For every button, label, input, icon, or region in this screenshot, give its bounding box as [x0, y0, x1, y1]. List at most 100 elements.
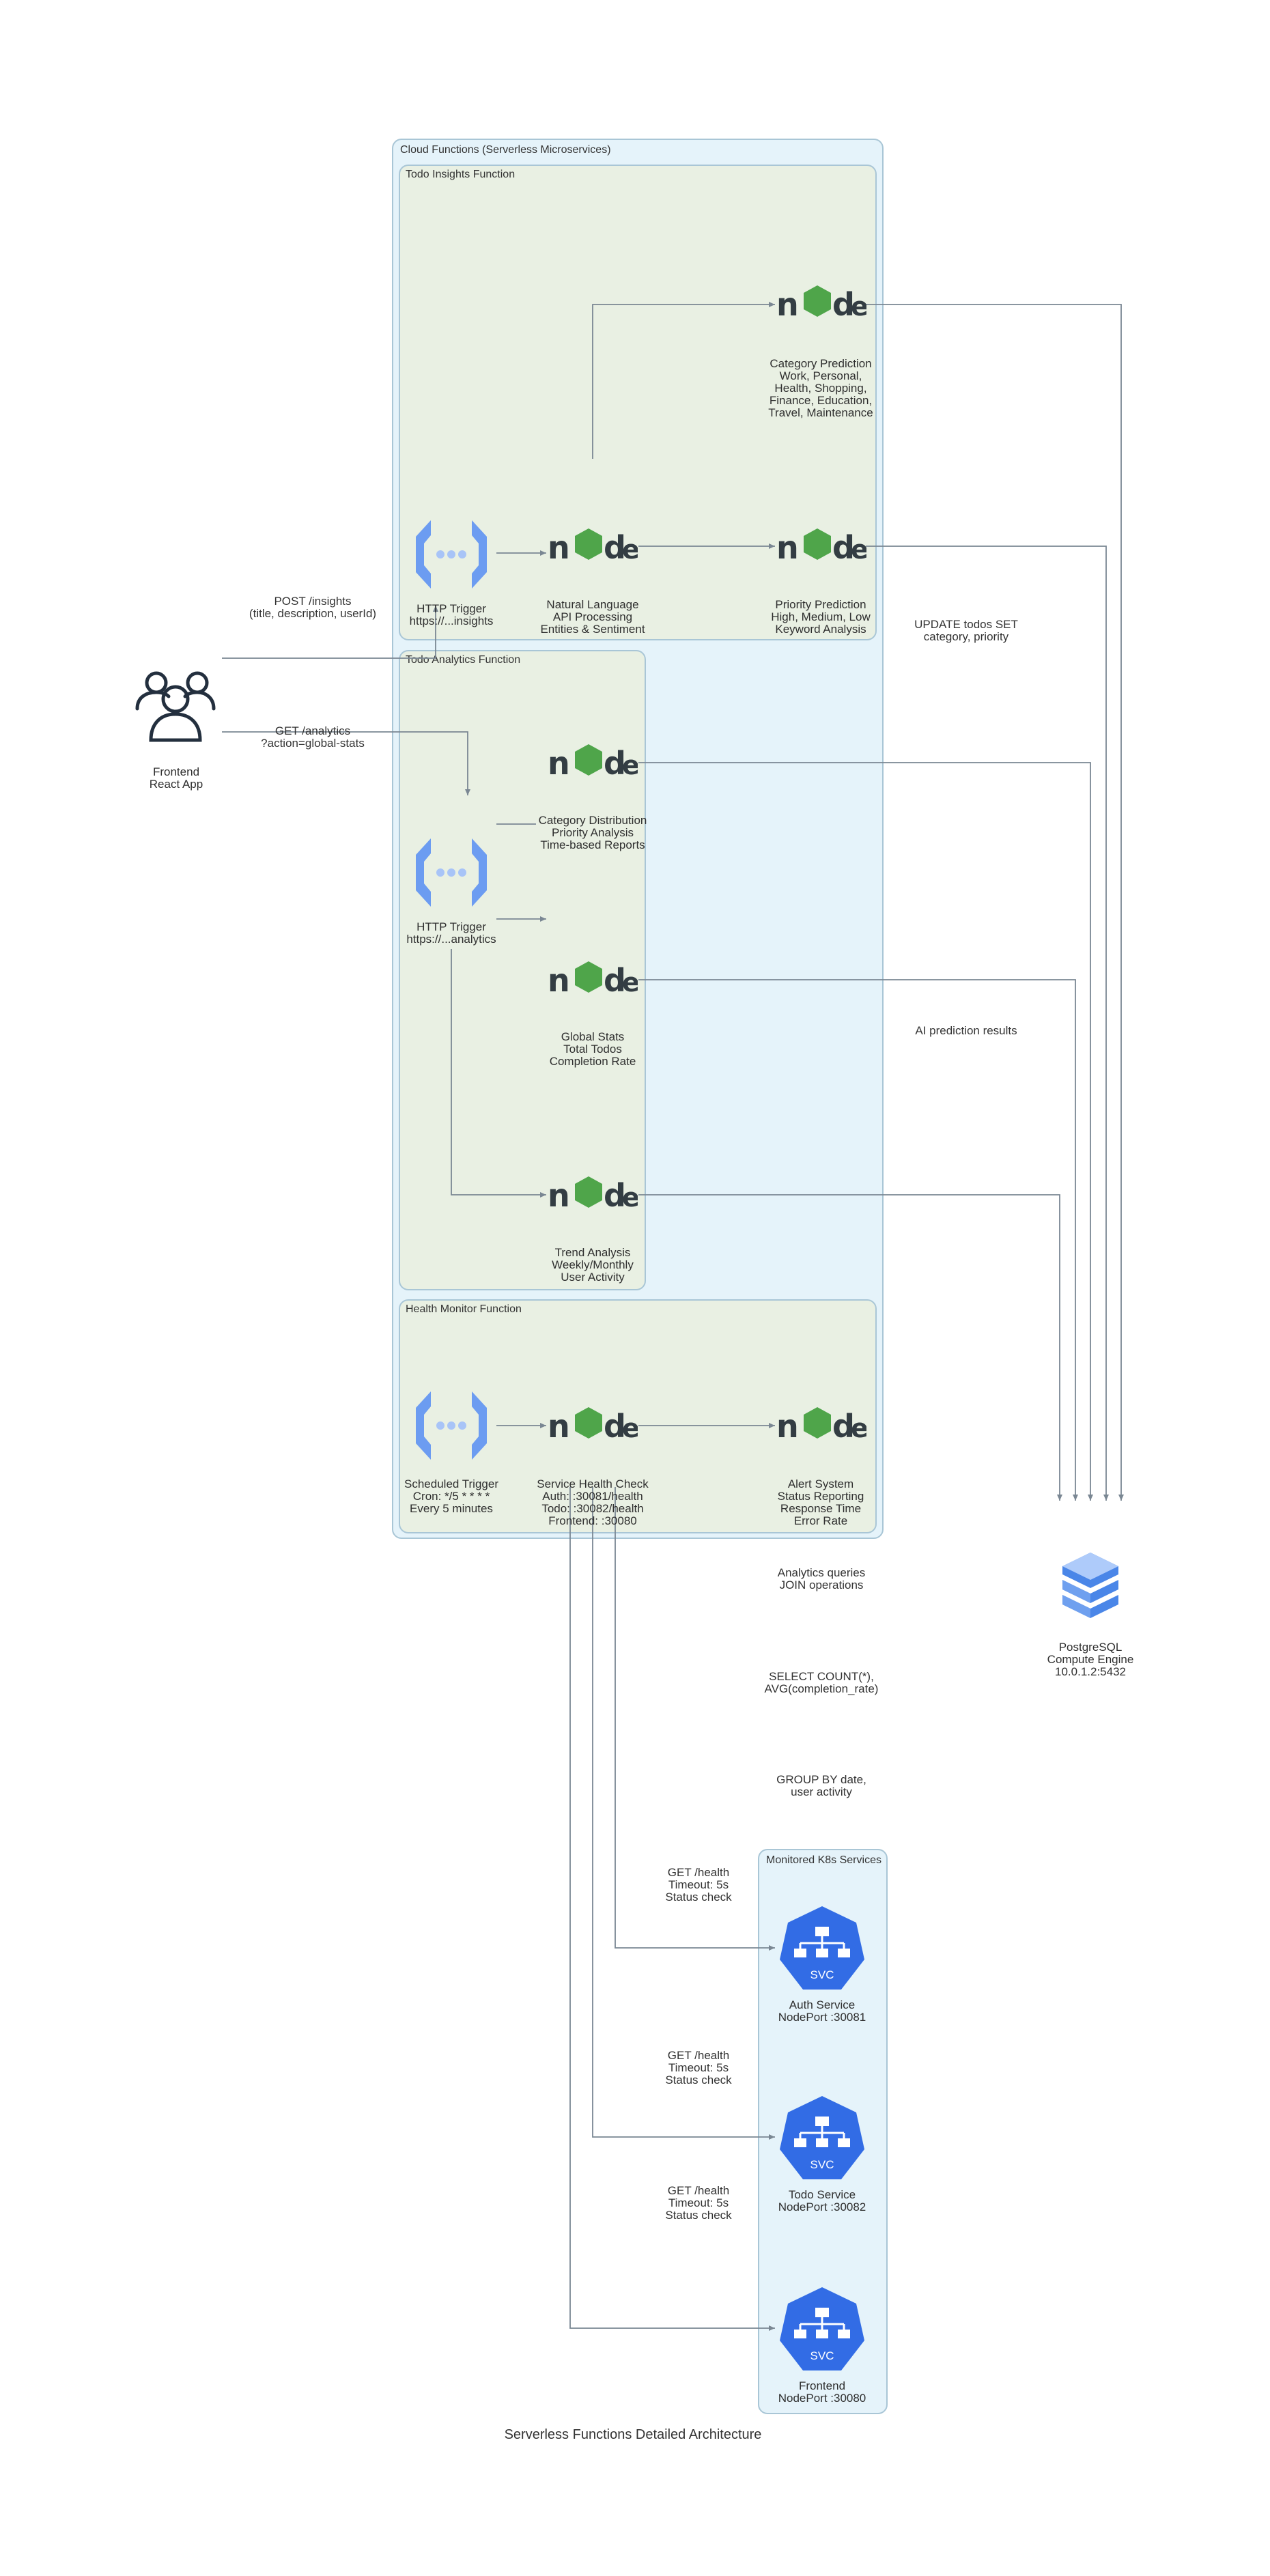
nodejs-icon: n d e: [548, 744, 640, 782]
edge-label-post-insights: POST /insights (title, description, user…: [249, 595, 377, 620]
priority-prediction-label: Priority Prediction High, Medium, Low Ke…: [771, 598, 871, 636]
node-wordmark-e: e: [622, 750, 638, 780]
global-stats-nodejs-icon[interactable]: n d e: [546, 957, 640, 1006]
health-check-nodejs-icon[interactable]: n d e: [546, 1403, 640, 1452]
database-icon[interactable]: [1060, 1550, 1121, 1629]
alert-system-label: Alert System Status Reporting Response T…: [777, 1477, 864, 1527]
edge-label-group-by: GROUP BY date, user activity: [776, 1773, 866, 1798]
nodejs-icon: n d e: [548, 1176, 640, 1214]
todo-service-label: Todo Service NodePort :30082: [778, 2188, 866, 2213]
insights-trigger-icon[interactable]: [413, 516, 490, 593]
node-wordmark-d: d: [604, 529, 626, 566]
edge-analytics-to-trend: [451, 949, 546, 1198]
node-wordmark-d: d: [604, 745, 626, 782]
node-wordmark-n: n: [548, 529, 570, 566]
todo-service-svc-icon[interactable]: SVC: [776, 2093, 869, 2190]
edge-globalstats-to-postgres: [638, 979, 1078, 1501]
node-wordmark-d: d: [604, 962, 626, 999]
edge-label-update-todos: UPDATE todos SET category, priority: [914, 618, 1018, 643]
users-icon[interactable]: [132, 669, 219, 743]
node-wordmark-n: n: [548, 1177, 570, 1214]
nlp-label: Natural Language API Processing Entities…: [540, 598, 645, 636]
node-wordmark-e: e: [851, 1413, 866, 1443]
global-stats-label: Global Stats Total Todos Completion Rate: [549, 1030, 636, 1068]
edge-label-health-auth: GET /health Timeout: 5s Status check: [665, 1866, 732, 1903]
edge-healthcheck-to-todo: [592, 1487, 775, 2140]
trend-analysis-nodejs-icon[interactable]: n d e: [546, 1172, 640, 1221]
k8s-svc-icon: SVC: [780, 1906, 864, 1990]
category-prediction-nodejs-icon[interactable]: n d e: [775, 281, 869, 330]
node-wordmark-e: e: [622, 967, 638, 997]
scheduled-trigger-label: Scheduled Trigger Cron: */5 * * * * Ever…: [404, 1477, 498, 1515]
health-cluster-label: Health Monitor Function: [406, 1303, 522, 1315]
nodejs-icon: n d e: [548, 961, 640, 999]
nodejs-icon: n d e: [548, 1407, 640, 1445]
analytics-trigger-label: HTTP Trigger https://...analytics: [406, 920, 496, 946]
nodejs-icon: n d e: [548, 528, 640, 566]
alert-system-nodejs-icon[interactable]: n d e: [775, 1403, 869, 1452]
k8s-svc-icon: SVC: [780, 2096, 864, 2179]
edge-frontend-to-analytics: [222, 731, 470, 795]
nlp-nodejs-icon[interactable]: n d e: [546, 524, 640, 573]
edge-label-ai-results: AI prediction results: [915, 1024, 1017, 1037]
insights-cluster-label: Todo Insights Function: [406, 169, 516, 180]
node-wordmark-e: e: [851, 292, 866, 322]
auth-service-label: Auth Service NodePort :30081: [778, 1998, 866, 2024]
edge-distribution-to-postgres: [638, 762, 1093, 1501]
svc-badge-text: SVC: [810, 1968, 834, 1981]
cloud-functions-cluster-label: Cloud Functions (Serverless Microservice…: [400, 144, 611, 156]
node-wordmark-n: n: [548, 745, 570, 782]
edge-healthcheck-to-auth: [615, 1487, 775, 1951]
trend-analysis-label: Trend Analysis Weekly/Monthly User Activ…: [552, 1246, 634, 1284]
frontend-service-svc-icon[interactable]: SVC: [776, 2284, 869, 2381]
node-wordmark-n: n: [776, 1408, 799, 1445]
node-wordmark-n: n: [548, 1408, 570, 1445]
edge-label-health-todo: GET /health Timeout: 5s Status check: [665, 2049, 732, 2086]
edge-priority-to-postgres: [866, 546, 1109, 1501]
analytics-cluster-label: Todo Analytics Function: [406, 654, 521, 666]
diagram-title: Serverless Functions Detailed Architectu…: [504, 2427, 762, 2442]
category-distribution-label: Category Distribution Priority Analysis …: [538, 814, 647, 851]
node-wordmark-d: d: [832, 529, 855, 566]
analytics-cluster: Todo Analytics Function: [399, 650, 646, 1290]
insights-trigger-label: HTTP Trigger https://...insights: [409, 602, 494, 627]
svc-badge-text: SVC: [810, 2349, 834, 2362]
node-wordmark-e: e: [851, 535, 866, 565]
postgres-label: PostgreSQL Compute Engine 10.0.1.2:5432: [1047, 1641, 1134, 1678]
k8s-cluster-label: Monitored K8s Services: [766, 1854, 881, 1866]
node-wordmark-d: d: [604, 1408, 626, 1445]
node-wordmark-e: e: [622, 1413, 638, 1443]
svc-badge-text: SVC: [810, 2158, 834, 2171]
edge-label-select-count: SELECT COUNT(*), AVG(completion_rate): [764, 1670, 879, 1695]
edge-category-to-postgres: [866, 304, 1124, 1501]
insights-cluster: Todo Insights Function: [399, 165, 877, 640]
edge-label-get-analytics: GET /analytics ?action=global-stats: [261, 724, 365, 750]
node-wordmark-n: n: [776, 529, 799, 566]
priority-prediction-nodejs-icon[interactable]: n d e: [775, 524, 869, 573]
node-wordmark-n: n: [776, 286, 799, 323]
category-prediction-label: Category Prediction Work, Personal, Heal…: [768, 357, 873, 419]
node-wordmark-d: d: [832, 1408, 855, 1445]
edge-nlp-to-category: [592, 302, 775, 459]
auth-service-svc-icon[interactable]: SVC: [776, 1903, 869, 2000]
node-wordmark-d: d: [604, 1177, 626, 1214]
edge-label-analytics-queries: Analytics queries JOIN operations: [777, 1566, 866, 1591]
health-check-label: Service Health Check Auth: :30081/health…: [537, 1477, 649, 1527]
edge-trend-to-postgres: [638, 1194, 1062, 1501]
scheduled-trigger-icon[interactable]: [413, 1387, 490, 1464]
node-wordmark-e: e: [622, 1183, 638, 1213]
analytics-trigger-icon[interactable]: [413, 834, 490, 911]
node-wordmark-n: n: [548, 962, 570, 999]
edge-label-health-frontend: GET /health Timeout: 5s Status check: [665, 2184, 732, 2222]
nodejs-icon: n d e: [776, 528, 869, 566]
frontend-app-label: Frontend React App: [149, 765, 203, 791]
nodejs-icon: n d e: [776, 285, 869, 323]
k8s-svc-icon: SVC: [780, 2287, 864, 2370]
node-wordmark-e: e: [622, 535, 638, 565]
category-distribution-nodejs-icon[interactable]: n d e: [546, 740, 640, 789]
edge-frontend-to-insights: [222, 606, 438, 659]
node-wordmark-d: d: [832, 286, 855, 323]
frontend-service-label: Frontend NodePort :30080: [778, 2379, 866, 2405]
